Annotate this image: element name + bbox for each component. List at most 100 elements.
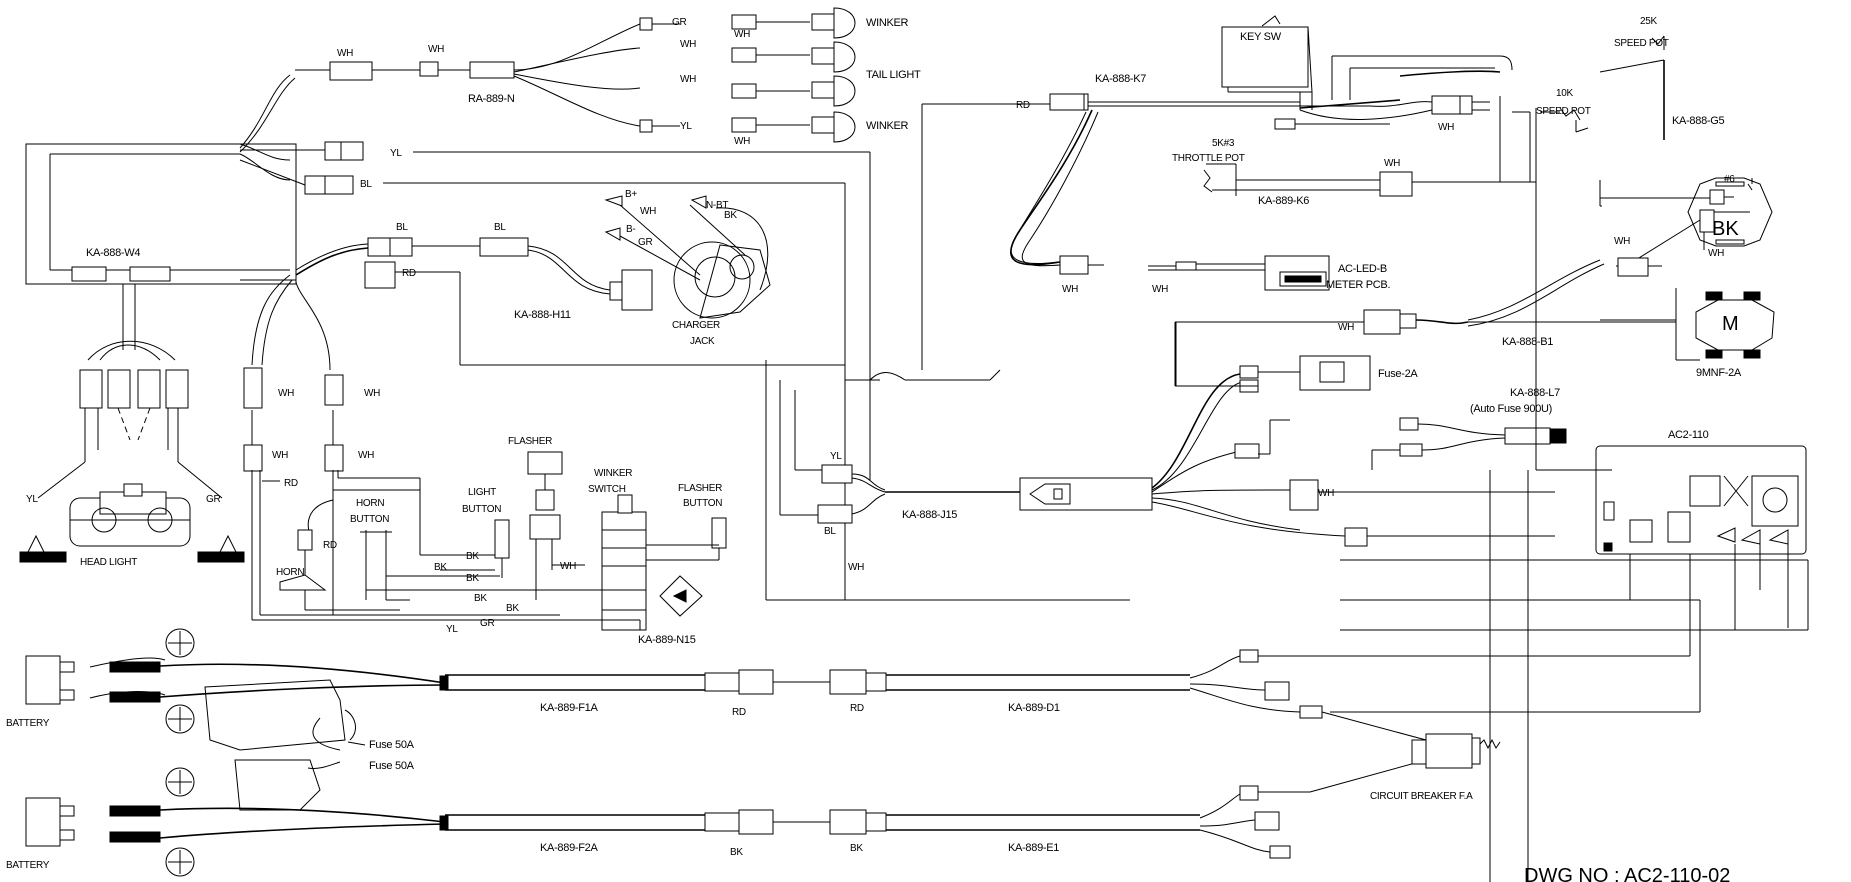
label-speed10k-1: 10K (1556, 88, 1574, 99)
label-speed25k-2: SPEED POT (1614, 38, 1669, 49)
label-wh-v4: WH (358, 450, 374, 461)
label-fuse2a: Fuse-2A (1378, 368, 1418, 380)
label-wh-k7: WH (1438, 122, 1454, 133)
label-ac2110: AC2-110 (1668, 429, 1709, 441)
label-wh-j15: WH (1318, 488, 1334, 499)
label-ka889n15: KA-889-N15 (638, 634, 696, 646)
label-battery1: BATTERY (6, 718, 50, 729)
label-throttle-1: 5K#3 (1212, 138, 1235, 149)
label-battery2: BATTERY (6, 860, 50, 871)
label-bk3: BK (466, 573, 479, 584)
label-bl-conn1: BL (396, 222, 408, 233)
label-wh-v2: WH (364, 388, 380, 399)
label-nbt: N-BT (706, 200, 728, 211)
label-bk-f2a: BK (730, 847, 743, 858)
label-ka888b1: KA-888-B1 (1502, 336, 1553, 348)
harness-w4 (25, 74, 297, 285)
label-ka888j15: KA-888-J15 (902, 509, 957, 521)
label-ka889f2a: KA-889-F2A (540, 842, 598, 854)
label-wh-e: WH (680, 74, 696, 85)
label-wh-b: WH (428, 44, 444, 55)
label-wh-b1: WH (1338, 322, 1354, 333)
fuse-2a (1174, 321, 1371, 391)
label-wh-f: WH (734, 136, 750, 147)
key-switch-area (1051, 15, 1665, 183)
label-dwg: DWG NO : AC2-110-02 (1524, 865, 1730, 882)
label-ka889e1: KA-889-E1 (1008, 842, 1059, 854)
right-bus-lines (1330, 96, 1809, 882)
label-ka888l7-2: (Auto Fuse 900U) (1470, 403, 1552, 415)
battery-upper (25, 628, 1340, 751)
label-bl-j15: BL (824, 526, 836, 537)
label-gr-top: GR (672, 17, 686, 28)
label-winker-sw-2: SWITCH (588, 484, 626, 495)
label-rd-f1a: RD (732, 707, 746, 718)
label-ka888k7: KA-888-K7 (1095, 73, 1146, 85)
label-wh-d: WH (680, 39, 696, 50)
label-headlight: HEAD LIGHT (80, 557, 137, 568)
label-wh-sw: WH (560, 561, 576, 572)
charger-harness (295, 195, 845, 366)
label-bk5: BK (506, 603, 519, 614)
label-rd-v1: RD (284, 478, 298, 489)
label-bk-chg: BK (724, 210, 737, 221)
label-b-minus: B- (626, 224, 635, 235)
label-yl-sw: YL (446, 624, 458, 635)
throttle-pot (1203, 163, 1500, 197)
label-wh-led1: WH (1062, 284, 1078, 295)
label-yl-side: YL (390, 148, 402, 159)
label-horn: HORN (276, 567, 304, 578)
label-bl-conn2: BL (494, 222, 506, 233)
label-flasher-btn-2: BUTTON (683, 498, 722, 509)
label-ka889d1: KA-889-D1 (1008, 702, 1060, 714)
label-acled-2: METER PCB. (1326, 279, 1390, 291)
meter-pcb (1148, 255, 1330, 291)
headlight-assembly (19, 284, 245, 563)
label-rd-d1: RD (850, 703, 864, 714)
label-ka889k6: KA-889-K6 (1258, 195, 1309, 207)
label-key-sw: KEY SW (1240, 31, 1282, 43)
label-bk4: BK (474, 593, 487, 604)
label-acled-1: AC-LED-B (1338, 263, 1387, 275)
label-yl-j15: YL (830, 451, 842, 462)
label-speed10k-2: SPEED POT (1536, 106, 1591, 117)
label-light-btn-1: LIGHT (468, 487, 496, 498)
label-horn-btn-1: HORN (356, 498, 384, 509)
label-m-motor: M (1722, 313, 1739, 335)
label-wh-mid: WH (848, 562, 864, 573)
label-rd-conn: RD (402, 268, 416, 279)
harness-j15 (817, 464, 1153, 524)
label-fuse50a-1: Fuse 50A (369, 739, 415, 751)
label-yl-top: YL (680, 121, 692, 132)
battery-lower (25, 759, 1310, 877)
label-fuse50a-2: Fuse 50A (369, 760, 415, 772)
label-yl-hl: YL (26, 494, 38, 505)
label-wh-chg: WH (640, 206, 656, 217)
label-horn-btn-2: BUTTON (350, 514, 389, 525)
label-winker-top: WINKER (866, 17, 909, 29)
circuit-breaker (1309, 711, 1501, 793)
label-num6: #6 (1724, 174, 1735, 185)
label-wh-k6: WH (1384, 158, 1400, 169)
labels: WINKER TAIL LIGHT WINKER WH WH WH WH WH … (6, 16, 1742, 882)
label-wh-bk: WH (1614, 236, 1630, 247)
label-charger-1: CHARGER (672, 320, 720, 331)
mid-trunk (765, 103, 1130, 601)
wh-rd-drops (243, 274, 590, 621)
label-breaker: CIRCUIT BREAKER F.A (1370, 791, 1473, 802)
label-rd-v2: RD (323, 540, 337, 551)
label-winker-mid: WINKER (866, 120, 909, 132)
label-ra889n: RA-889-N (468, 93, 515, 105)
label-light-btn-2: BUTTON (462, 504, 501, 515)
label-ka888w4: KA-888-W4 (86, 247, 140, 259)
harness-k7 (1010, 93, 1104, 275)
label-ka889f1a: KA-889-F1A (540, 702, 598, 714)
label-bl-side: BL (360, 179, 372, 190)
label-wh-led2: WH (1152, 284, 1168, 295)
label-charger-2: JACK (690, 336, 715, 347)
label-ka888g5: KA-888-G5 (1672, 115, 1725, 127)
harness-ra889n (295, 7, 856, 143)
label-ka888h11: KA-888-H11 (514, 309, 571, 321)
label-wh-v1: WH (278, 388, 294, 399)
